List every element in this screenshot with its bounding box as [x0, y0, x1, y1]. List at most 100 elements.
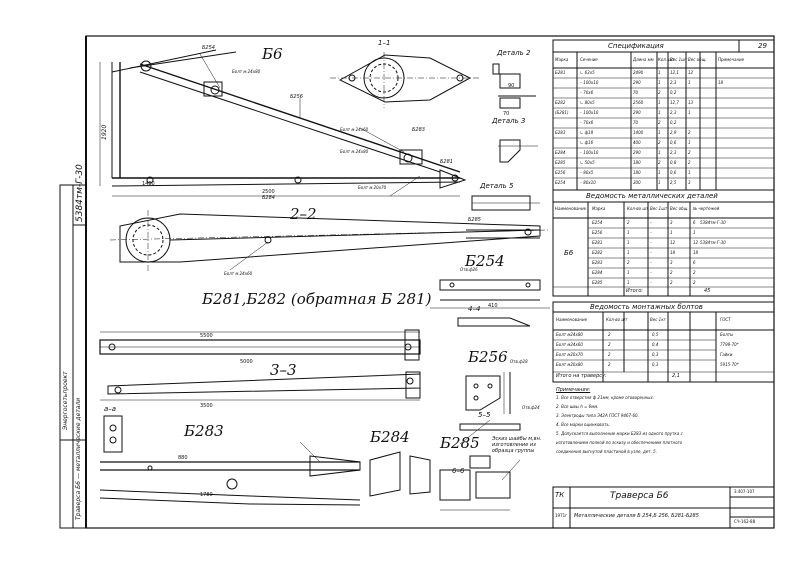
spec-cell: 12,7: [670, 100, 679, 105]
metal-cell: –: [650, 280, 652, 285]
hole-label-1: Отв.ф26: [460, 267, 478, 272]
metal-cell: 3: [670, 260, 673, 265]
metal-cell: Б282: [592, 250, 603, 255]
metal-cell: 2: [693, 270, 696, 275]
dim-880: 880: [178, 455, 188, 461]
title-year: 1971г: [555, 513, 568, 518]
spec-cell: 0,8: [670, 160, 677, 165]
bolt-cell: 2: [608, 342, 611, 347]
spec-cell: 2: [658, 140, 661, 145]
metal-cell: Б254: [592, 220, 603, 225]
bolt-cell: Болт м24х80: [556, 332, 583, 337]
spec-header-cell: Кол. шт: [658, 57, 675, 62]
spec-cell: 0,2: [670, 90, 677, 95]
metal-cell: 1: [693, 230, 696, 235]
spec-cell: 1: [688, 80, 691, 85]
bolt-total-value: 2,1: [672, 373, 680, 379]
spec-cell: 12: [688, 70, 694, 75]
spec-table-title: Спецификация: [608, 42, 664, 50]
note-line: 3. Электроды типа Э42А ГОСТ 9467-60.: [556, 413, 639, 418]
spec-cell: 2,3: [670, 110, 677, 115]
metal-cell: 2: [693, 280, 696, 285]
metal-cell: 2: [670, 280, 673, 285]
spec-cell: 1: [658, 80, 661, 85]
metal-cell: –: [650, 250, 652, 255]
note-line: 2. Все швы h = 6мм.: [556, 404, 599, 409]
bolt-cell: Гайки: [720, 352, 733, 357]
spec-cell: 1: [658, 110, 661, 115]
spec-cell: ∟ 50х5: [580, 160, 595, 165]
view-title-b281-b282: Б281,Б282 (обратная Б 281): [202, 290, 432, 308]
metal-header-cell: Кол-во шт: [627, 206, 649, 211]
spec-cell: Б285: [555, 160, 566, 165]
spec-cell: – 70х6: [580, 120, 594, 125]
note-line: 1. Все отверстия ф 21мм, кроме оговоренн…: [556, 395, 655, 400]
metal-cell: 2: [627, 220, 630, 225]
bolt-table-title: Ведомость монтажных болтов: [590, 303, 703, 311]
spec-cell: Б282: [555, 100, 566, 105]
metal-cell: 1: [627, 230, 630, 235]
callout-b285: Б285: [468, 217, 481, 223]
spec-cell: 1: [658, 100, 661, 105]
bolt-cell: 2: [608, 362, 611, 367]
notes-title: Примечания:: [556, 387, 591, 393]
metal-table-title: Ведомость металлических деталей: [586, 192, 718, 200]
section-2-2: 2–2: [290, 205, 317, 223]
metal-cell: 12: [670, 240, 676, 245]
dim-3500: 3500: [200, 403, 213, 409]
dim-90: 90: [508, 83, 515, 89]
callout-b281: Б281: [440, 159, 453, 165]
metal-cell: 5384тм-Г-30: [700, 240, 726, 245]
stamp-text-2: Траверса Б6 — металлические детали: [75, 397, 82, 520]
section-4-4: 4–4: [468, 305, 481, 313]
metal-cell: 5384тм-Г-30: [700, 220, 726, 225]
metal-total-value: 45: [704, 288, 711, 294]
spec-cell: – 100х10: [580, 110, 599, 115]
spec-cell: 70: [633, 90, 639, 95]
spec-cell: 0,6: [670, 170, 677, 175]
hole-label-2: Отв.ф28: [510, 359, 528, 364]
spec-cell: – 80х5: [580, 170, 594, 175]
note-line: 4. Все марки оцинковать.: [556, 422, 611, 427]
spec-cell: 18: [718, 80, 724, 85]
spec-header-cell: Вес общ.: [688, 57, 707, 62]
spec-cell: 12,1: [670, 70, 679, 75]
spec-header-cell: Сечение: [580, 57, 598, 62]
metal-cell: 2: [627, 260, 630, 265]
spec-cell: 2: [688, 150, 691, 155]
bolt-cell: 7798-70*: [720, 342, 739, 347]
spec-cell: 1: [658, 170, 661, 175]
spec-cell: 1: [658, 180, 661, 185]
metal-cell: 1: [627, 270, 630, 275]
metal-cell: Б283: [592, 260, 603, 265]
spec-cell: – 100х10: [580, 80, 599, 85]
spec-cell: 290: [633, 80, 641, 85]
dim-410: 410: [488, 303, 498, 309]
spec-cell: 1: [658, 70, 661, 75]
detail-2-label: Деталь 2: [497, 49, 531, 57]
spec-cell: (Б281): [555, 110, 569, 115]
metal-header-cell: Вес 1шт: [650, 206, 668, 211]
bolt-header-cell: Кол-во шт: [606, 317, 628, 322]
sheet-code: СЧ-162-88: [734, 519, 756, 524]
bolt-header-cell: Наименование: [556, 317, 588, 322]
title-code: ТК: [555, 491, 565, 499]
spec-cell: 2,3: [670, 80, 677, 85]
bolt-cell: 0,3: [652, 352, 659, 357]
bolt-cell: 0,4: [652, 342, 659, 347]
spec-cell: Б256: [555, 170, 566, 175]
spec-cell: 2: [688, 160, 691, 165]
spec-cell: ∟ ф18: [580, 130, 594, 135]
spec-cell: 2: [658, 90, 661, 95]
metal-cell: 18: [670, 250, 676, 255]
metal-header-cell: Марка: [592, 206, 606, 211]
spec-cell: ∟ 80х5: [580, 100, 595, 105]
section-5-5: 5–5: [478, 411, 491, 419]
spec-cell: ∟ ф16: [580, 140, 594, 145]
spec-cell: ∟ 63х5: [580, 70, 595, 75]
spec-cell: 1: [688, 170, 691, 175]
spec-cell: 3: [688, 180, 691, 185]
metal-cell: 1: [627, 280, 630, 285]
section-a-a: а–а: [104, 405, 117, 413]
